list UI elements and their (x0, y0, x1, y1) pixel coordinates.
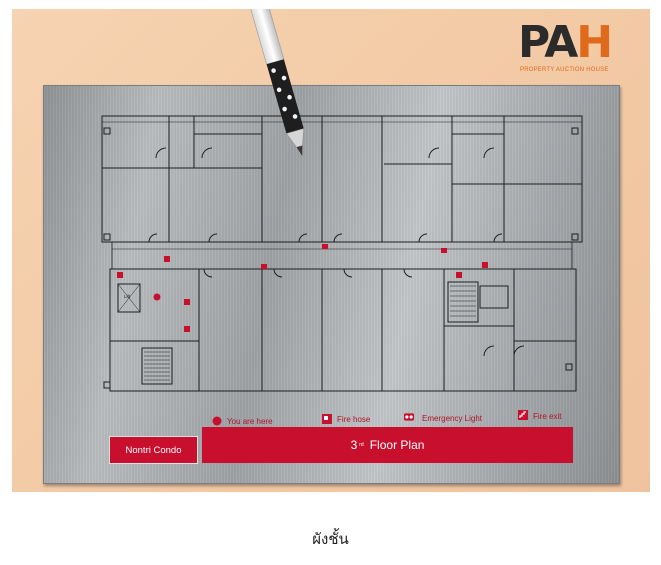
fire-exit-icon (518, 410, 528, 420)
floor-number: 3 (350, 438, 358, 452)
pah-logo: PAH PROPERTY AUCTION HOUSE (518, 21, 638, 81)
image-caption: ผังชั้น (312, 530, 349, 548)
floor-suffix: rd (359, 442, 364, 448)
lift-label: Lift (124, 294, 131, 299)
you-are-here-icon (212, 416, 222, 426)
legend-you-are-here: You are here (227, 417, 273, 426)
pah-logo-wordmark: PAH (518, 17, 613, 68)
emergency-light-icon (404, 413, 414, 421)
legend-emergency-light: Emergency Light (422, 414, 483, 423)
legend-fire-hose: Fire hose (337, 415, 371, 424)
floor-title-panel: 3 rd Floor Plan (202, 427, 573, 463)
pen (249, 9, 305, 157)
floor-plan-title: Floor Plan (369, 438, 425, 452)
you-are-here-marker (153, 293, 161, 301)
floor-plan-sign: Lift You are here Fire hose Emergency Li… (43, 85, 620, 484)
photo: Lift You are here Fire hose Emergency Li… (12, 9, 650, 492)
fire-hose-icon (322, 414, 332, 424)
pah-logo-tagline: PROPERTY AUCTION HOUSE (520, 67, 609, 73)
building-name: Nontri Condo (125, 444, 182, 456)
floor-plan-drawing: Lift (101, 115, 583, 392)
building-name-panel: Nontri Condo (109, 436, 198, 464)
legend-fire-exit: Fire exit (533, 412, 562, 421)
